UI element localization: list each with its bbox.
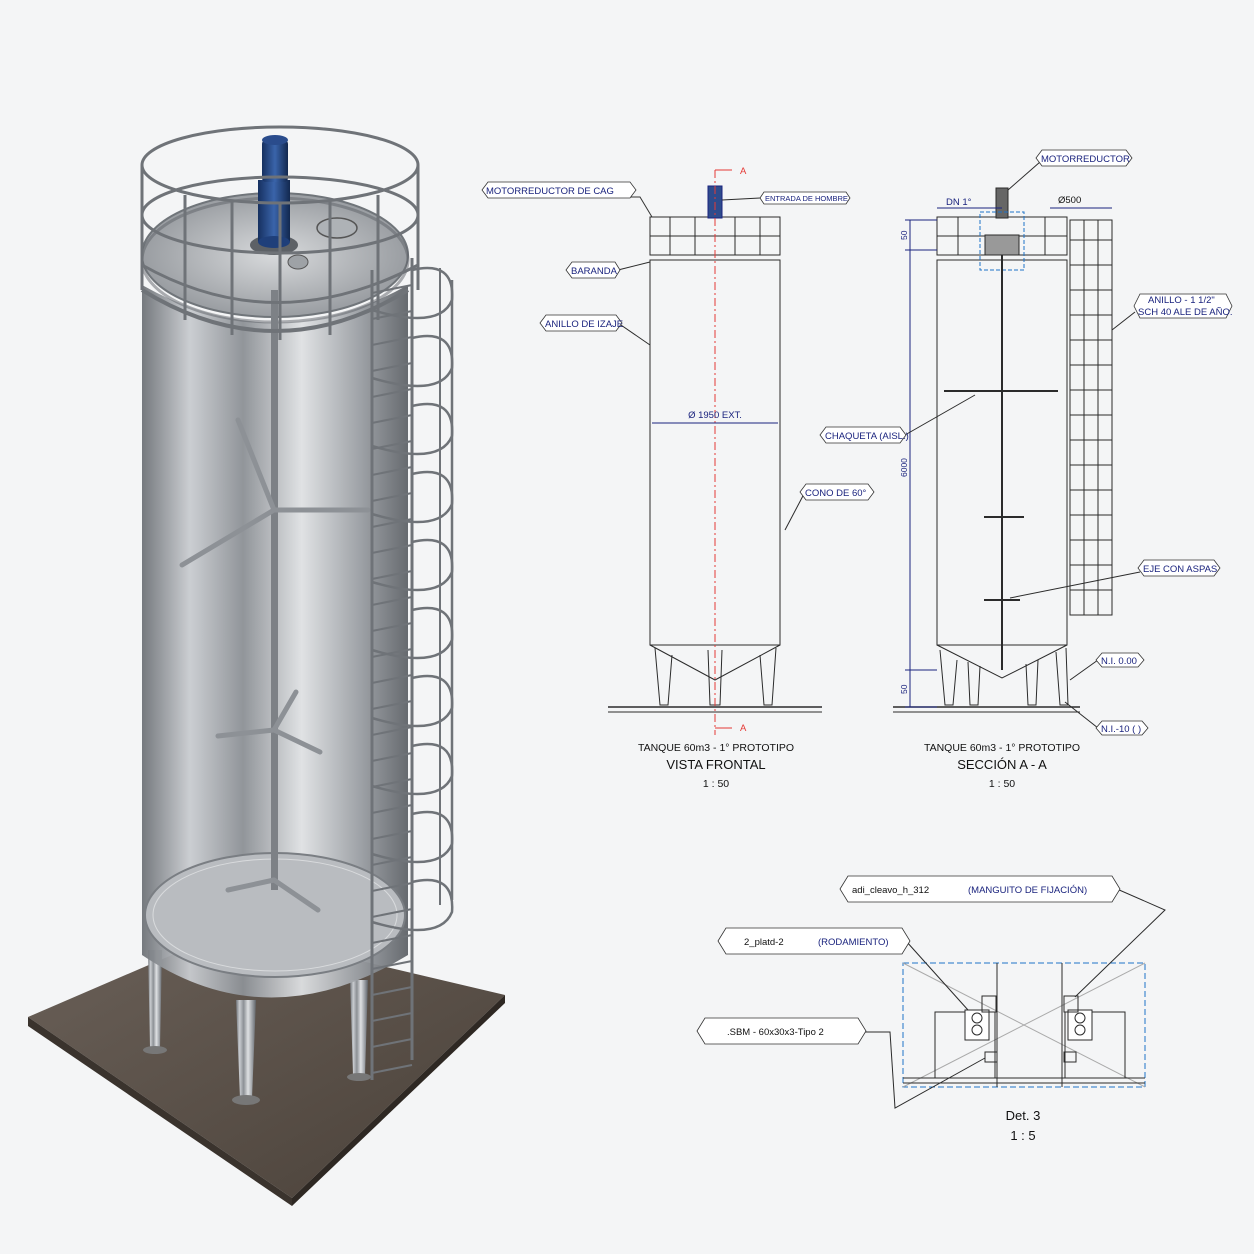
label-ni0: N.I. 0.00 [1101, 656, 1137, 667]
label-cone: CONO DE 60° [805, 488, 867, 499]
detail-caption-scale: 1 : 5 [1010, 1128, 1035, 1143]
agitator-motor [250, 135, 298, 255]
section-mark-bottom: A [740, 723, 747, 734]
label-motor-cage: MOTORREDUCTOR DE CAG [486, 186, 614, 197]
section-view-labels: MOTORREDUCTOR DN 1° Ø500 ANILLO - 1 1/2"… [819, 149, 1233, 790]
label-railing: BARANDA [571, 266, 618, 277]
tank-legs [143, 950, 371, 1105]
label-lifting-ring: ANILLO DE IZAJE [545, 319, 623, 330]
detail-caption-title: Det. 3 [1006, 1108, 1041, 1123]
front-view-labels: MOTORREDUCTOR DE CAG ENTRADA DE HOMBRE B… [481, 166, 875, 790]
detail-3-drawing [865, 888, 1166, 1109]
section-caption-scale: 1 : 50 [989, 778, 1015, 790]
label-ring-line2: SCH 40 ALE DE AÑO. [1138, 307, 1233, 318]
concrete-base [28, 930, 505, 1198]
front-caption-view: VISTA FRONTAL [666, 757, 765, 772]
manhole-cover [316, 217, 358, 239]
front-caption-title: TANQUE 60m3 - 1° PROTOTIPO [638, 742, 794, 754]
label-beam-ref: .SBM - 60x30x3-Tipo 2 [727, 1027, 824, 1038]
agitator-shaft [271, 290, 278, 890]
label-jacket: CHAQUETA (AISL.) [825, 431, 909, 442]
top-railing [140, 125, 420, 340]
label-manhole: ENTRADA DE HOMBRE [765, 194, 848, 203]
label-ni10: N.I.-10 ( ) [1101, 724, 1141, 735]
label-clevis-ref: adi_cleavo_h_312 [852, 885, 929, 896]
section-view-drawing [893, 161, 1141, 729]
tank-3d-render [28, 125, 505, 1206]
section-mark-top: A [740, 166, 747, 177]
front-caption-scale: 1 : 50 [703, 778, 729, 790]
label-shaft: EJE CON ASPAS [1143, 564, 1217, 575]
label-ring-line1: ANILLO - 1 1/2" [1148, 295, 1215, 306]
section-caption-view: SECCIÓN A - A [957, 757, 1047, 772]
dim-top: 50 [899, 230, 909, 240]
dim-height: 6000 [899, 458, 909, 477]
label-clevis-desc: (MANGUITO DE FIJACIÓN) [968, 885, 1087, 896]
label-section-motor: MOTORREDUCTOR [1041, 154, 1130, 165]
front-view-drawing [608, 169, 822, 735]
label-bearing-desc: (RODAMIENTO) [818, 937, 889, 948]
dim-bottom: 50 [899, 684, 909, 694]
detail-labels: adi_cleavo_h_312 (MANGUITO DE FIJACIÓN) … [696, 875, 1121, 1143]
section-caption-title: TANQUE 60m3 - 1° PROTOTIPO [924, 742, 1080, 754]
access-ladder [370, 258, 454, 1080]
label-diameter: Ø 1950 EXT. [688, 410, 742, 421]
label-dia500: Ø500 [1058, 195, 1081, 206]
label-dn: DN 1° [946, 197, 972, 208]
agitator-blades [179, 417, 371, 913]
label-bearing-ref: 2_platd-2 [744, 937, 784, 948]
